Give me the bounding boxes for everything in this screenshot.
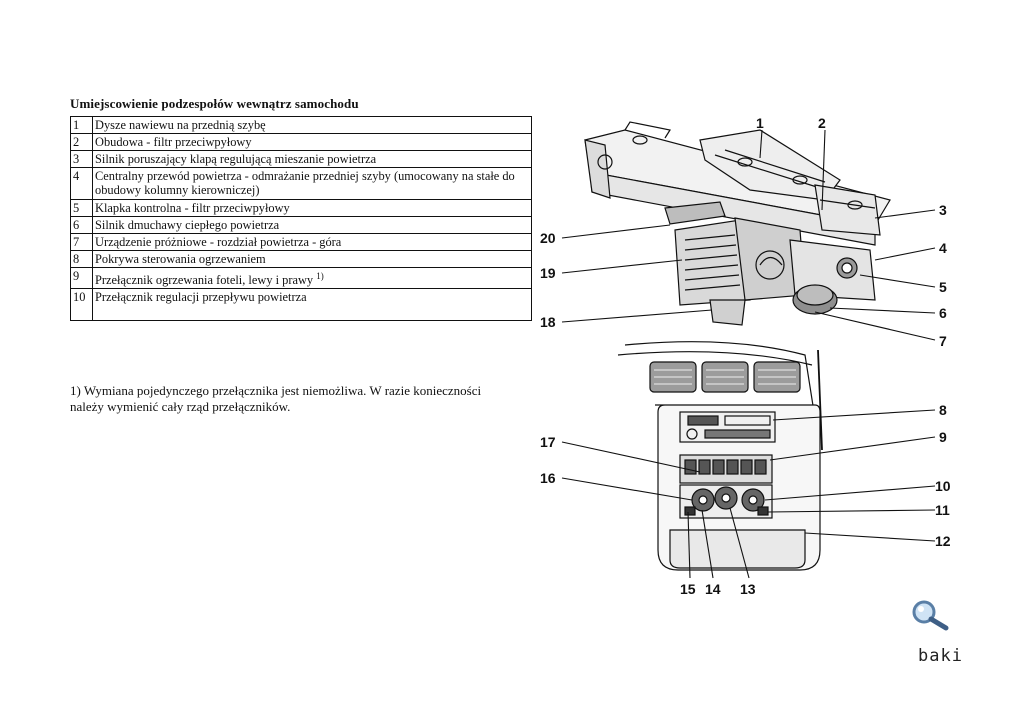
callout-1: 1 [756, 115, 764, 131]
part-description: Silnik dmuchawy ciepłego powietrza [95, 218, 280, 232]
part-number: 6 [70, 216, 93, 234]
heater-assembly-drawing [584, 121, 891, 326]
part-description-cell: Centralny przewód powietrza - odmrażanie… [92, 167, 532, 200]
footnote: 1) Wymiana pojedynczego przełącznika jes… [70, 383, 482, 414]
callout-2: 2 [818, 115, 826, 131]
magnifier-icon [912, 600, 949, 631]
callout-10: 10 [935, 478, 951, 494]
part-description-cell: Obudowa - filtr przeciwpyłowy [92, 133, 532, 151]
part-description-cell: Pokrywa sterowania ogrzewaniem [92, 250, 532, 268]
part-number: 2 [70, 133, 93, 151]
callout-3: 3 [939, 202, 947, 218]
callout-5: 5 [939, 279, 947, 295]
part-number: 4 [70, 167, 93, 200]
part-description-cell: Dysze nawiewu na przednią szybę [92, 116, 532, 134]
component-diagram: 1 2 3 4 5 6 7 8 9 10 11 12 13 14 15 16 1… [540, 115, 951, 597]
part-description-cell: Klapka kontrolna - filtr przeciwpyłowy [92, 199, 532, 217]
callout-18: 18 [540, 314, 556, 330]
watermark-text: baki [918, 646, 963, 666]
callout-7: 7 [939, 333, 947, 349]
part-description: Obudowa - filtr przeciwpyłowy [95, 135, 252, 149]
callout-14: 14 [705, 581, 721, 597]
callout-4: 4 [939, 240, 947, 256]
part-number: 1 [70, 116, 93, 134]
part-number: 3 [70, 150, 93, 168]
part-description: Urządzenie próżniowe - rozdział powietrz… [95, 235, 342, 249]
part-description: Przełącznik ogrzewania foteli, lewy i pr… [95, 273, 314, 288]
leader-lines [561, 129, 936, 579]
callout-17: 17 [540, 434, 556, 450]
part-number: 9 [70, 266, 93, 290]
part-number: 7 [70, 233, 93, 251]
part-description-cell: Przełącznik regulacji przepływu powietrz… [92, 288, 532, 322]
callout-9: 9 [939, 429, 947, 445]
part-number: 5 [70, 199, 93, 217]
part-description: Silnik poruszający klapą regulującą mies… [95, 152, 377, 166]
callout-labels: 1 2 3 4 5 6 7 8 9 10 11 12 13 14 15 16 1… [540, 115, 951, 597]
dashboard-control-panel-drawing [617, 341, 823, 571]
callout-13: 13 [740, 581, 756, 597]
footnote-reference: 1) [316, 271, 324, 281]
callout-19: 19 [540, 265, 556, 281]
callout-15: 15 [680, 581, 696, 597]
part-description-cell: Silnik poruszający klapą regulującą mies… [92, 150, 532, 168]
part-number: 8 [70, 250, 93, 268]
part-description-cell: Przełącznik ogrzewania foteli, lewy i pr… [92, 266, 532, 290]
part-description: Pokrywa sterowania ogrzewaniem [95, 252, 266, 266]
page-title: Umiejscowienie podzespołów wewnątrz samo… [70, 96, 359, 111]
callout-6: 6 [939, 305, 947, 321]
part-description-cell: Silnik dmuchawy ciepłego powietrza [92, 216, 532, 234]
part-description: Dysze nawiewu na przednią szybę [95, 118, 266, 132]
callout-12: 12 [935, 533, 951, 549]
callout-16: 16 [540, 470, 556, 486]
part-description: Klapka kontrolna - filtr przeciwpyłowy [95, 201, 290, 215]
part-description-cell: Urządzenie próżniowe - rozdział powietrz… [92, 233, 532, 251]
part-number: 10 [70, 288, 93, 322]
callout-11: 11 [935, 502, 950, 518]
part-description: Przełącznik regulacji przepływu powietrz… [95, 290, 307, 305]
part-description: Centralny przewód powietrza - odmrażanie… [95, 169, 515, 197]
callout-20: 20 [540, 230, 556, 246]
callout-8: 8 [939, 402, 947, 418]
